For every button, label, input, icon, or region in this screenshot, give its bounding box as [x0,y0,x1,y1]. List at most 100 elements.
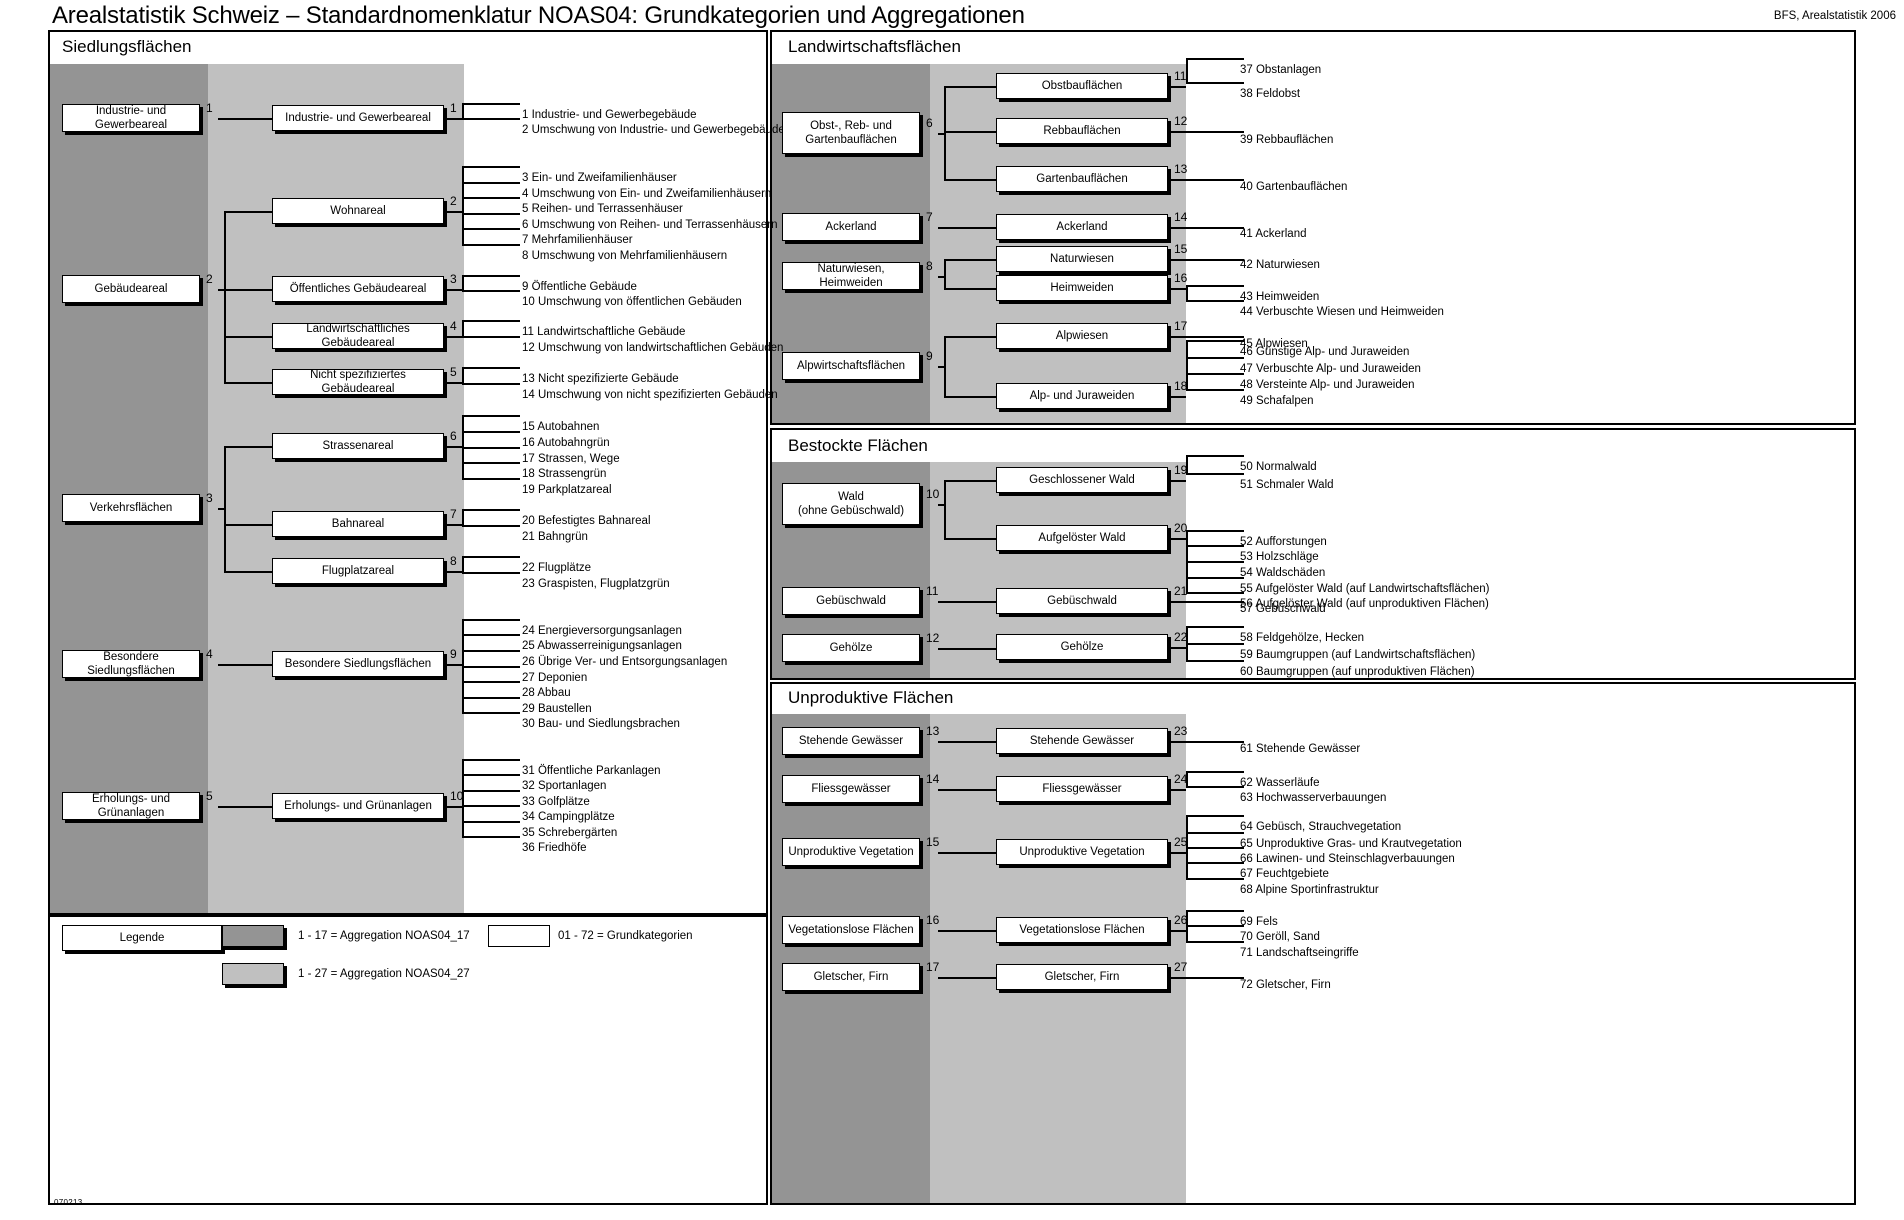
link-27-ladder [1168,259,1186,261]
ladder-6-rung [462,431,520,433]
agg27-box-23[interactable]: Stehende Gewässer [996,728,1168,754]
agg17-box-14[interactable]: Fliessgewässer [782,775,920,803]
agg17-box-16[interactable]: Vegetationslose Flächen [782,916,920,944]
agg27-box-13[interactable]: Gartenbauflächen [996,166,1168,192]
ladder-9-rung [462,634,520,636]
link-27-ladder [1168,179,1186,181]
grundkategorie-label: 3 Ein- und Zweifamilienhäuser [522,172,677,184]
grundkategorie-label: 22 Flugplätze [522,562,592,574]
agg27-index-17: 17 [1174,319,1188,333]
link-27-ladder [1168,480,1186,482]
agg17-box-8[interactable]: Naturwiesen, Heimweiden [782,262,920,290]
agg27-box-8[interactable]: Flugplatzareal [272,558,444,584]
grundkategorie-label: 2 Umschwung von Industrie- und Gewerbege… [522,124,792,136]
grundkategorie-label: 70 Geröll, Sand [1240,931,1320,943]
ladder-11-rung [1186,58,1244,60]
agg27-index-22: 22 [1174,630,1188,644]
ladder-4-rung [462,336,520,338]
grundkategorie-label: 34 Campingplätze [522,811,615,823]
agg17-index-6: 6 [926,116,933,130]
agg27-box-18[interactable]: Alp- und Juraweiden [996,383,1168,409]
node-label: Gletscher, Firn [1044,970,1120,983]
agg17-box-2[interactable]: Gebäudeareal [62,275,200,303]
link-17-27 [944,336,996,338]
agg17-box-17[interactable]: Gletscher, Firn [782,963,920,991]
link-17-27 [944,288,996,290]
agg17-box-9[interactable]: Alpwirtschaftsflächen [782,352,920,380]
grundkategorie-label: 47 Verbuschte Alp- und Juraweiden [1240,363,1421,375]
agg27-box-5[interactable]: Nicht spezifiziertes Gebäudeareal [272,369,444,395]
node-label: Vegetationslose Flächen [1019,923,1145,936]
link-17-27 [224,446,272,448]
node-label: Gletscher, Firn [813,970,889,983]
agg17-box-12[interactable]: Gehölze [782,634,920,662]
agg27-box-12[interactable]: Rebbauflächen [996,118,1168,144]
agg17-box-15[interactable]: Unproduktive Vegetation [782,838,920,866]
agg27-index-19: 19 [1174,463,1188,477]
agg27-box-1[interactable]: Industrie- und Gewerbeareal [272,105,444,131]
agg27-box-4[interactable]: Landwirtschaftliches Gebäudeareal [272,323,444,349]
node-label: Geschlossener Wald [1029,473,1135,486]
link-17-27 [224,524,272,526]
link-27-ladder [444,806,462,808]
link-27-ladder [444,289,462,291]
ladder-19-spine [1186,455,1188,473]
agg17-box-5[interactable]: Erholungs- und Grünanlagen [62,792,200,820]
ladder-19-rung [1186,455,1244,457]
ladder-11-spine [1186,58,1188,82]
agg27-box-10[interactable]: Erholungs- und Grünanlagen [272,793,444,819]
agg27-box-24[interactable]: Fliessgewässer [996,776,1168,802]
agg27-box-26[interactable]: Vegetationslose Flächen [996,917,1168,943]
agg27-box-17[interactable]: Alpwiesen [996,323,1168,349]
agg27-box-14[interactable]: Ackerland [996,214,1168,240]
agg27-box-6[interactable]: Strassenareal [272,433,444,459]
node-label: Ackerland [825,220,877,233]
agg17-box-11[interactable]: Gebüschwald [782,587,920,615]
link-27-ladder [444,571,462,573]
agg27-box-11[interactable]: Obstbauflächen [996,73,1168,99]
agg27-box-19[interactable]: Geschlossener Wald [996,467,1168,493]
link-17-27 [224,571,272,573]
agg27-box-25[interactable]: Unproduktive Vegetation [996,839,1168,865]
ladder-25-rung [1186,832,1244,834]
agg27-box-22[interactable]: Gehölze [996,634,1168,660]
agg27-box-2[interactable]: Wohnareal [272,198,444,224]
node-label: Naturwiesen [1050,252,1114,265]
agg27-box-9[interactable]: Besondere Siedlungsflächen [272,651,444,677]
grundkategorie-label: 72 Gletscher, Firn [1240,979,1331,991]
agg27-box-27[interactable]: Gletscher, Firn [996,964,1168,990]
ladder-22-rung [1186,660,1244,662]
link-17-27 [944,259,996,261]
node-label: Gehölze [1060,640,1104,653]
ladder-2-rung [462,182,520,184]
panel-legend [48,915,768,1205]
ladder-3-spine [462,275,464,290]
agg27-box-16[interactable]: Heimweiden [996,275,1168,301]
agg17-box-10[interactable]: Wald (ohne Gebüschwald) [782,483,920,525]
agg17-box-4[interactable]: Besondere Siedlungsflächen [62,650,200,678]
link-17-27-spine [224,211,226,382]
grundkategorie-label: 61 Stehende Gewässer [1240,743,1361,755]
agg27-box-15[interactable]: Naturwiesen [996,246,1168,272]
agg17-box-3[interactable]: Verkehrsflächen [62,494,200,522]
legend-label-light: 1 - 27 = Aggregation NOAS04_27 [298,968,470,980]
agg27-box-3[interactable]: Öffentliches Gebäudeareal [272,276,444,302]
agg17-index-7: 7 [926,210,933,224]
agg27-box-21[interactable]: Gebüschwald [996,588,1168,614]
grundkategorie-label: 54 Waldschäden [1240,567,1326,579]
agg17-box-1[interactable]: Industrie- und Gewerbeareal [62,104,200,132]
agg17-box-6[interactable]: Obst-, Reb- und Gartenbauflächen [782,112,920,154]
agg27-index-18: 18 [1174,379,1188,393]
agg17-box-7[interactable]: Ackerland [782,213,920,241]
agg17-box-13[interactable]: Stehende Gewässer [782,727,920,755]
node-label: Aufgelöster Wald [1038,531,1126,544]
agg27-index-6: 6 [450,429,457,443]
grundkategorie-label: 9 Öffentliche Gebäude [522,281,637,293]
node-label: Vegetationslose Flächen [788,923,914,936]
ladder-2-rung [462,166,520,168]
agg27-box-20[interactable]: Aufgelöster Wald [996,525,1168,551]
ladder-2-rung [462,228,520,230]
ladder-6-rung [462,415,520,417]
link-27-ladder [1168,852,1186,854]
agg27-box-7[interactable]: Bahnareal [272,511,444,537]
